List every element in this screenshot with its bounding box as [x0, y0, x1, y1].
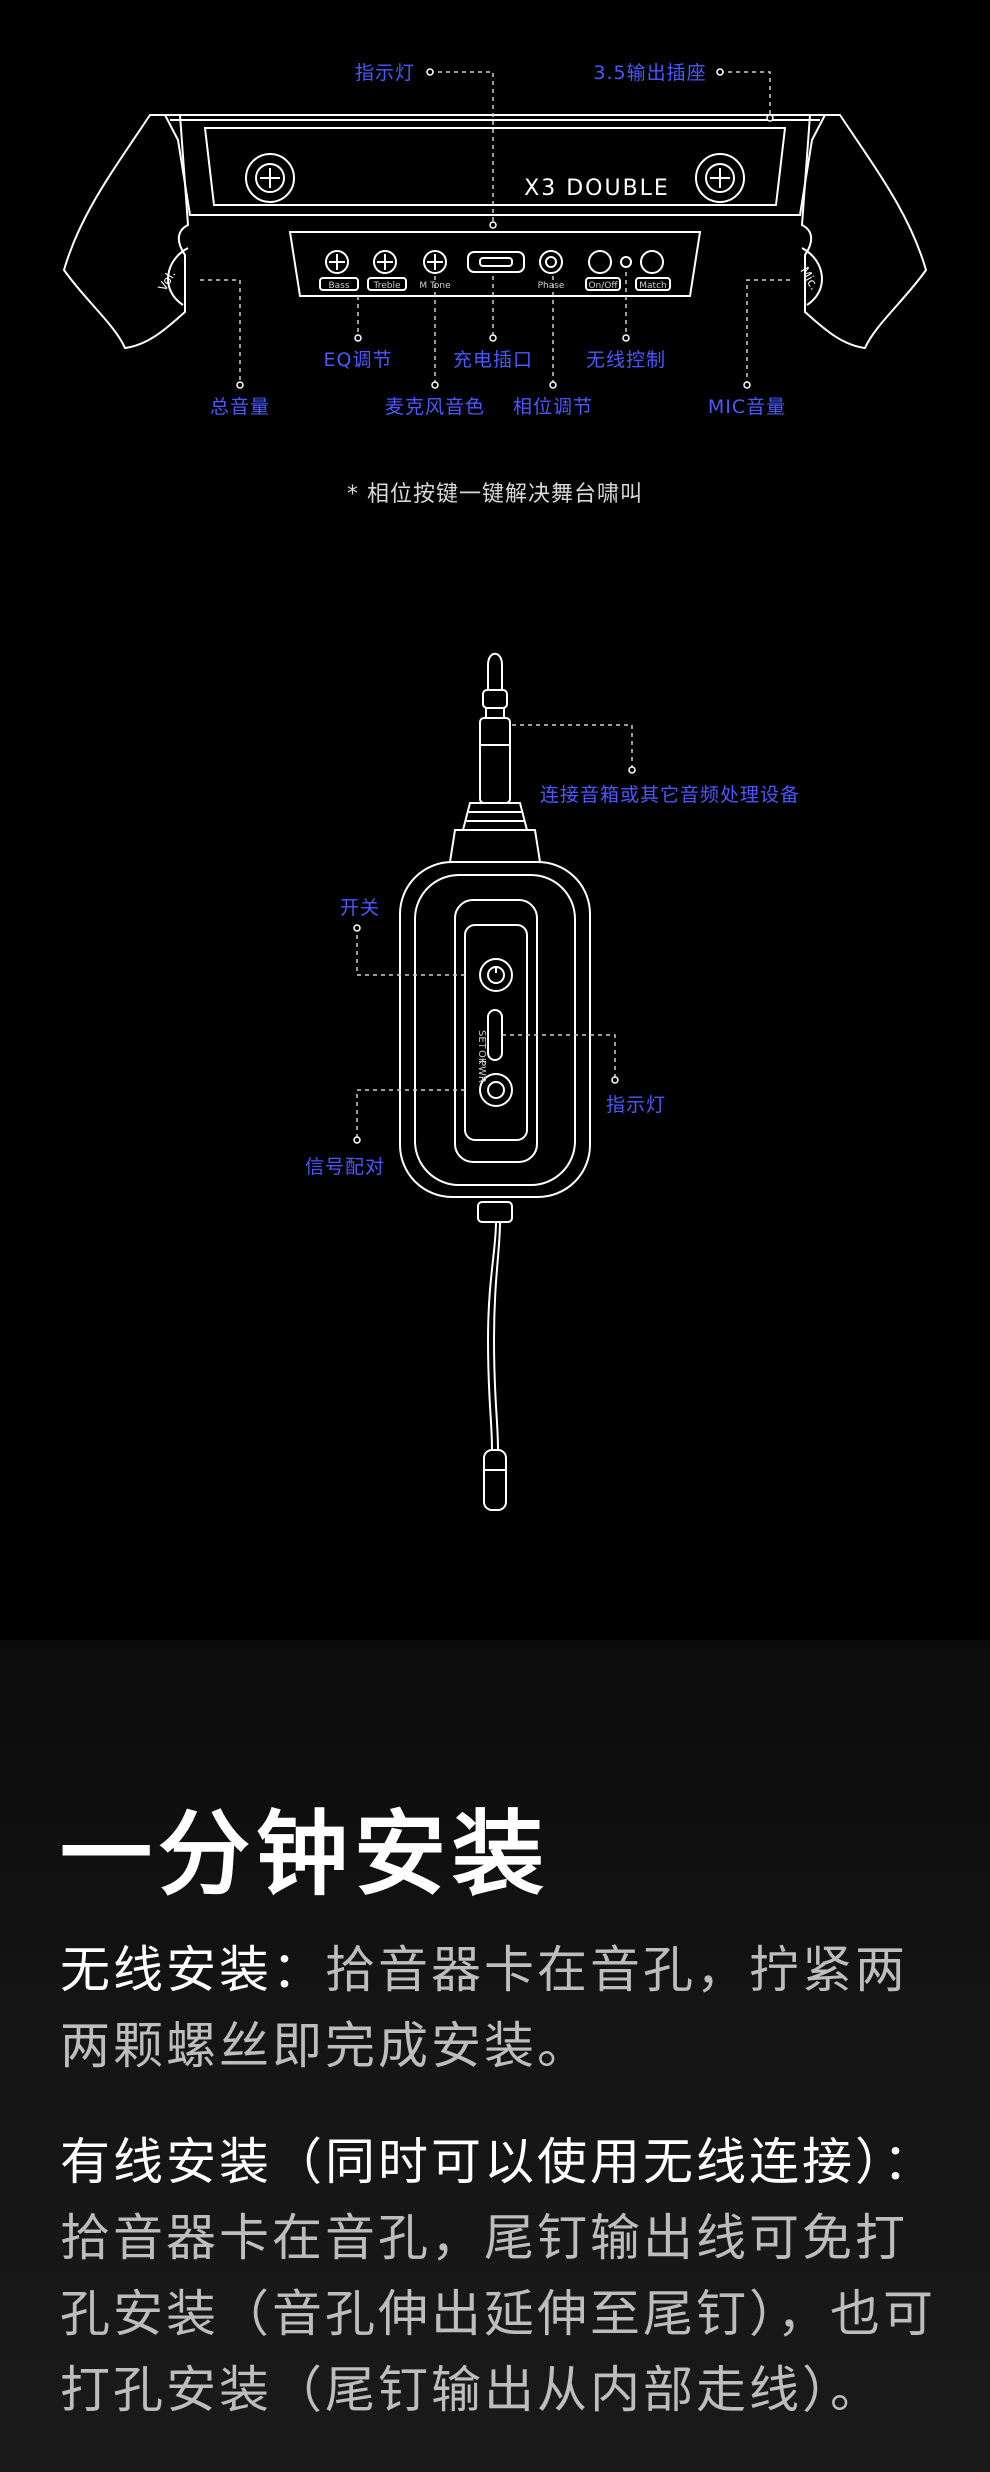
pickup-body: [163, 114, 827, 216]
transmitter-body: [399, 861, 591, 1198]
install-title: 一分钟安装: [60, 1801, 551, 1908]
svg-text:Phase: Phase: [538, 281, 565, 291]
label-connect-device: 连接音箱或其它音频处理设备: [540, 784, 801, 806]
label-mic-tone: 麦克风音色: [384, 396, 486, 418]
label-mic-volume: MIC音量: [707, 396, 787, 418]
label-eq: EQ调节: [323, 349, 393, 371]
pickup-diagram: X3 DOUBLE Bass Treble M Tone Phase On/Of…: [62, 68, 928, 389]
label-charge-port: 充电插口: [452, 349, 534, 371]
wireless-install-body: 拾音器卡在音孔，拧紧两两颗螺丝即完成安装。: [60, 1941, 908, 2075]
install-section: [0, 1640, 990, 2472]
svg-text:OK: OK: [476, 1050, 487, 1065]
label-indicator: 指示灯: [354, 62, 416, 84]
left-wing: [62, 114, 190, 350]
svg-text:SET: SET: [476, 1030, 487, 1050]
control-panel: [288, 231, 702, 297]
label-phase: 相位调节: [512, 396, 594, 418]
transmitter-diagram: SET PWR OK: [353, 652, 636, 1511]
label-wireless-control: 无线控制: [585, 349, 667, 371]
wired-install-body: 拾音器卡在音孔，尾钉输出线可免打孔安装（音孔伸出延伸至尾钉），也可打孔安装（尾钉…: [60, 2209, 936, 2419]
svg-text:Bass: Bass: [328, 281, 349, 291]
right-wing: [800, 114, 928, 350]
label-pairing: 信号配对: [304, 1156, 386, 1178]
label-master-volume: 总音量: [209, 396, 271, 418]
svg-text:Match: Match: [639, 281, 666, 291]
wireless-install-heading: 无线安装：: [60, 1941, 325, 1999]
svg-text:PWR: PWR: [476, 1060, 487, 1083]
label-tx-indicator: 指示灯: [605, 1094, 667, 1116]
phase-note: * 相位按键一键解决舞台啸叫: [347, 482, 643, 507]
svg-text:On/Off: On/Off: [588, 281, 618, 291]
label-switch: 开关: [339, 897, 381, 919]
wired-install-heading: 有线安装（同时可以使用无线连接）：: [60, 2133, 936, 2191]
svg-text:Treble: Treble: [373, 281, 401, 291]
brand-logo: X3 DOUBLE: [524, 176, 670, 201]
label-35-output: 3.5输出插座: [593, 62, 707, 84]
wired-install-paragraph: 有线安装（同时可以使用无线连接）： 拾音器卡在音孔，尾钉输出线可免打孔安装（音孔伸…: [60, 2124, 960, 2428]
wireless-install-paragraph: 无线安装：拾音器卡在音孔，拧紧两两颗螺丝即完成安装。: [60, 1932, 960, 2084]
